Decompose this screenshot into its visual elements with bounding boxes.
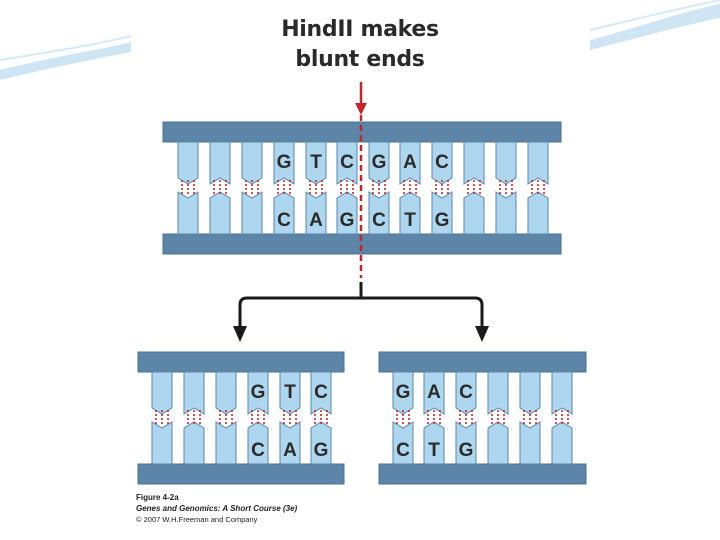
base-letter-bottom: T xyxy=(428,440,440,461)
base-top xyxy=(183,371,205,415)
base-top xyxy=(399,141,421,185)
base-letter-bottom: T xyxy=(404,210,416,231)
figure-title-line2: blunt ends xyxy=(295,47,425,72)
right-arrow-head xyxy=(475,326,489,342)
base-bottom xyxy=(551,421,573,465)
base-letter-top: T xyxy=(284,382,296,403)
base-letter-top: G xyxy=(277,152,292,173)
base-letter-top: A xyxy=(403,152,417,173)
base-letter-top: C xyxy=(314,382,328,403)
backbone-top xyxy=(162,121,562,143)
backbone-bottom xyxy=(137,463,345,485)
base-top xyxy=(368,141,390,185)
base-letter-bottom: G xyxy=(435,210,450,231)
base-letter-top: C xyxy=(459,382,473,403)
base-bottom xyxy=(215,421,237,465)
base-top xyxy=(495,141,517,185)
base-bottom xyxy=(495,191,517,235)
base-top xyxy=(273,141,295,185)
base-top xyxy=(527,141,549,185)
figure-caption-copyright: © 2007 W.H.Freeman and Company xyxy=(136,515,258,524)
base-top xyxy=(336,141,358,185)
backbone-bottom xyxy=(378,463,587,485)
base-top xyxy=(279,371,301,415)
base-bottom xyxy=(455,421,477,465)
base-top xyxy=(487,371,509,415)
split-bracket xyxy=(238,296,484,330)
base-bottom xyxy=(310,421,332,465)
base-bottom xyxy=(279,421,301,465)
backbone-top xyxy=(137,351,345,373)
base-letter-bottom: G xyxy=(314,440,329,461)
base-letter-bottom: G xyxy=(340,210,355,231)
base-letter-bottom: G xyxy=(459,440,474,461)
base-bottom xyxy=(463,191,485,235)
base-top xyxy=(241,141,263,185)
cut-site-group xyxy=(355,82,367,278)
base-letter-bottom: C xyxy=(277,210,291,231)
base-letter-top: C xyxy=(340,152,354,173)
base-top xyxy=(392,371,414,415)
backbone-bottom xyxy=(162,233,562,255)
base-top xyxy=(519,371,541,415)
figure-caption-source: Genes and Genomics: A Short Course (3e) xyxy=(136,504,298,513)
base-bottom xyxy=(241,191,263,235)
base-top xyxy=(455,371,477,415)
base-bottom xyxy=(527,191,549,235)
base-bottom xyxy=(423,421,445,465)
base-top xyxy=(431,141,453,185)
cut-arrow-head xyxy=(355,103,367,115)
base-letter-top: C xyxy=(435,152,449,173)
base-top xyxy=(551,371,573,415)
base-bottom xyxy=(431,191,453,235)
base-bottom xyxy=(336,191,358,235)
backbone-top xyxy=(378,351,587,373)
base-bottom xyxy=(183,421,205,465)
base-letter-bottom: A xyxy=(283,440,297,461)
base-bottom xyxy=(399,191,421,235)
figure-title-line1: HindII makes xyxy=(281,17,439,42)
base-letter-top: T xyxy=(310,152,322,173)
base-bottom xyxy=(392,421,414,465)
base-bottom xyxy=(177,191,199,235)
split-arrow xyxy=(233,282,489,342)
base-top xyxy=(215,371,237,415)
base-bottom xyxy=(209,191,231,235)
base-bottom xyxy=(519,421,541,465)
base-bottom xyxy=(273,191,295,235)
base-top xyxy=(423,371,445,415)
base-top xyxy=(177,141,199,185)
base-top xyxy=(463,141,485,185)
base-bottom xyxy=(487,421,509,465)
left-arrow-head xyxy=(233,326,247,342)
base-top xyxy=(151,371,173,415)
base-bottom xyxy=(305,191,327,235)
base-letter-top: A xyxy=(427,382,441,403)
base-letter-bottom: C xyxy=(251,440,265,461)
base-bottom xyxy=(368,191,390,235)
base-bottom xyxy=(247,421,269,465)
figure-caption-label: Figure 4-2a xyxy=(136,493,179,502)
base-top xyxy=(305,141,327,185)
base-letter-top: G xyxy=(372,152,387,173)
base-bottom xyxy=(151,421,173,465)
base-top xyxy=(310,371,332,415)
base-letter-bottom: C xyxy=(396,440,410,461)
base-letter-bottom: C xyxy=(372,210,386,231)
base-letter-top: G xyxy=(396,382,411,403)
base-top xyxy=(247,371,269,415)
base-top xyxy=(209,141,231,185)
base-letter-bottom: A xyxy=(309,210,323,231)
base-letter-top: G xyxy=(251,382,266,403)
